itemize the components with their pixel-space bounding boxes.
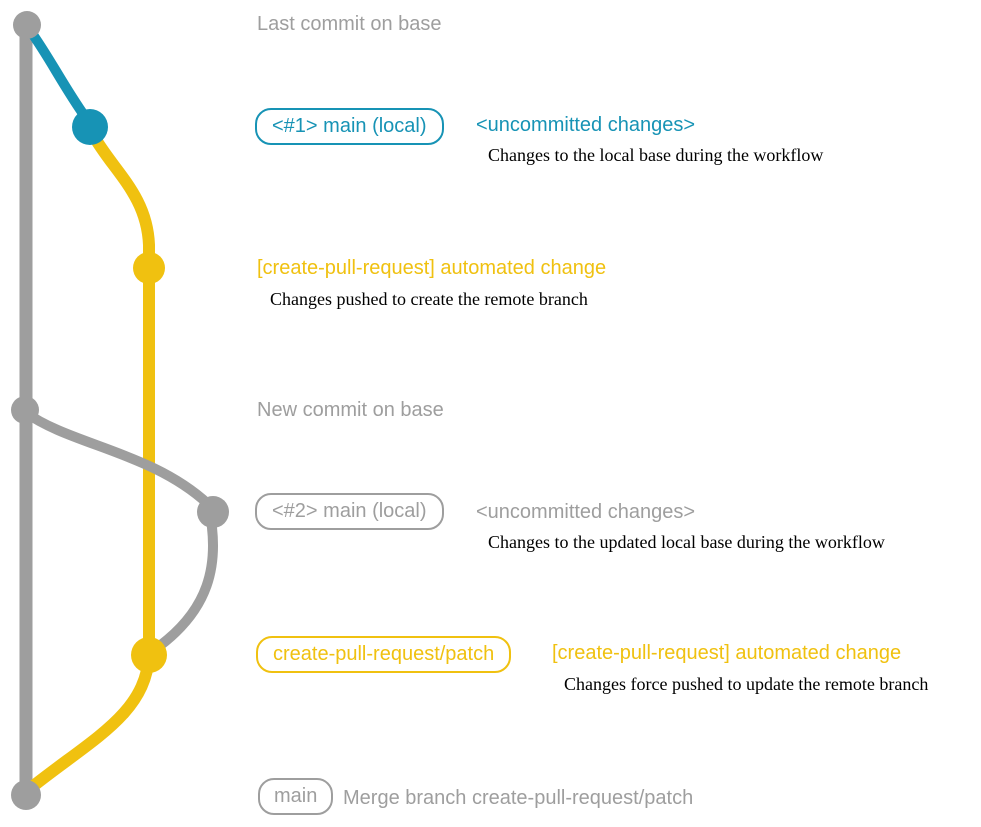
commit-dot-automated2 — [131, 637, 167, 673]
commit-description-automated-2: Changes force pushed to update the remot… — [564, 674, 929, 694]
commit-description-uncommitted-1: Changes to the local base during the wor… — [488, 145, 824, 165]
commit-title-uncommitted-1: <uncommitted changes> — [476, 114, 696, 136]
branch-label-patch: create-pull-request/patch — [256, 636, 512, 673]
annotation-last-commit-on-base: Last commit on base — [257, 13, 442, 35]
uncommitted1-branch-curve — [24, 24, 91, 123]
commit-title-merge: Merge branch create-pull-request/patch — [343, 787, 694, 809]
commit-title-automated-1: [create-pull-request] automated change — [257, 257, 607, 279]
commit-dot-merge — [11, 780, 41, 810]
annotation-new-commit-on-base: New commit on base — [257, 399, 444, 421]
branch-label-main: main — [258, 778, 334, 815]
commit-dot-uncommitted1 — [72, 109, 108, 145]
branch-label-main-local-1: <#1> main (local) — [255, 108, 444, 145]
commit-title-uncommitted-2: <uncommitted changes> — [476, 501, 696, 523]
uncommitted2-branch-curve — [20, 407, 219, 655]
commit-dot-last-base — [13, 11, 41, 39]
commit-title-automated-2: [create-pull-request] automated change — [552, 642, 902, 664]
git-graph — [11, 11, 229, 810]
commit-dot-automated1 — [133, 252, 165, 284]
commit-dot-new-base — [11, 396, 39, 424]
commit-description-automated-1: Changes pushed to create the remote bran… — [270, 289, 588, 309]
commit-description-uncommitted-2: Changes to the updated local base during… — [488, 532, 885, 552]
branch-label-main-local-2-text: <#2> main (local) — [255, 493, 444, 530]
branch-label-main-text: main — [258, 778, 334, 815]
branch-label-main-local-2: <#2> main (local) — [255, 493, 444, 530]
branch-label-patch-text: create-pull-request/patch — [256, 636, 512, 673]
branch-label-main-local-1-text: <#1> main (local) — [255, 108, 444, 145]
commit-dot-uncommitted2 — [197, 496, 229, 528]
